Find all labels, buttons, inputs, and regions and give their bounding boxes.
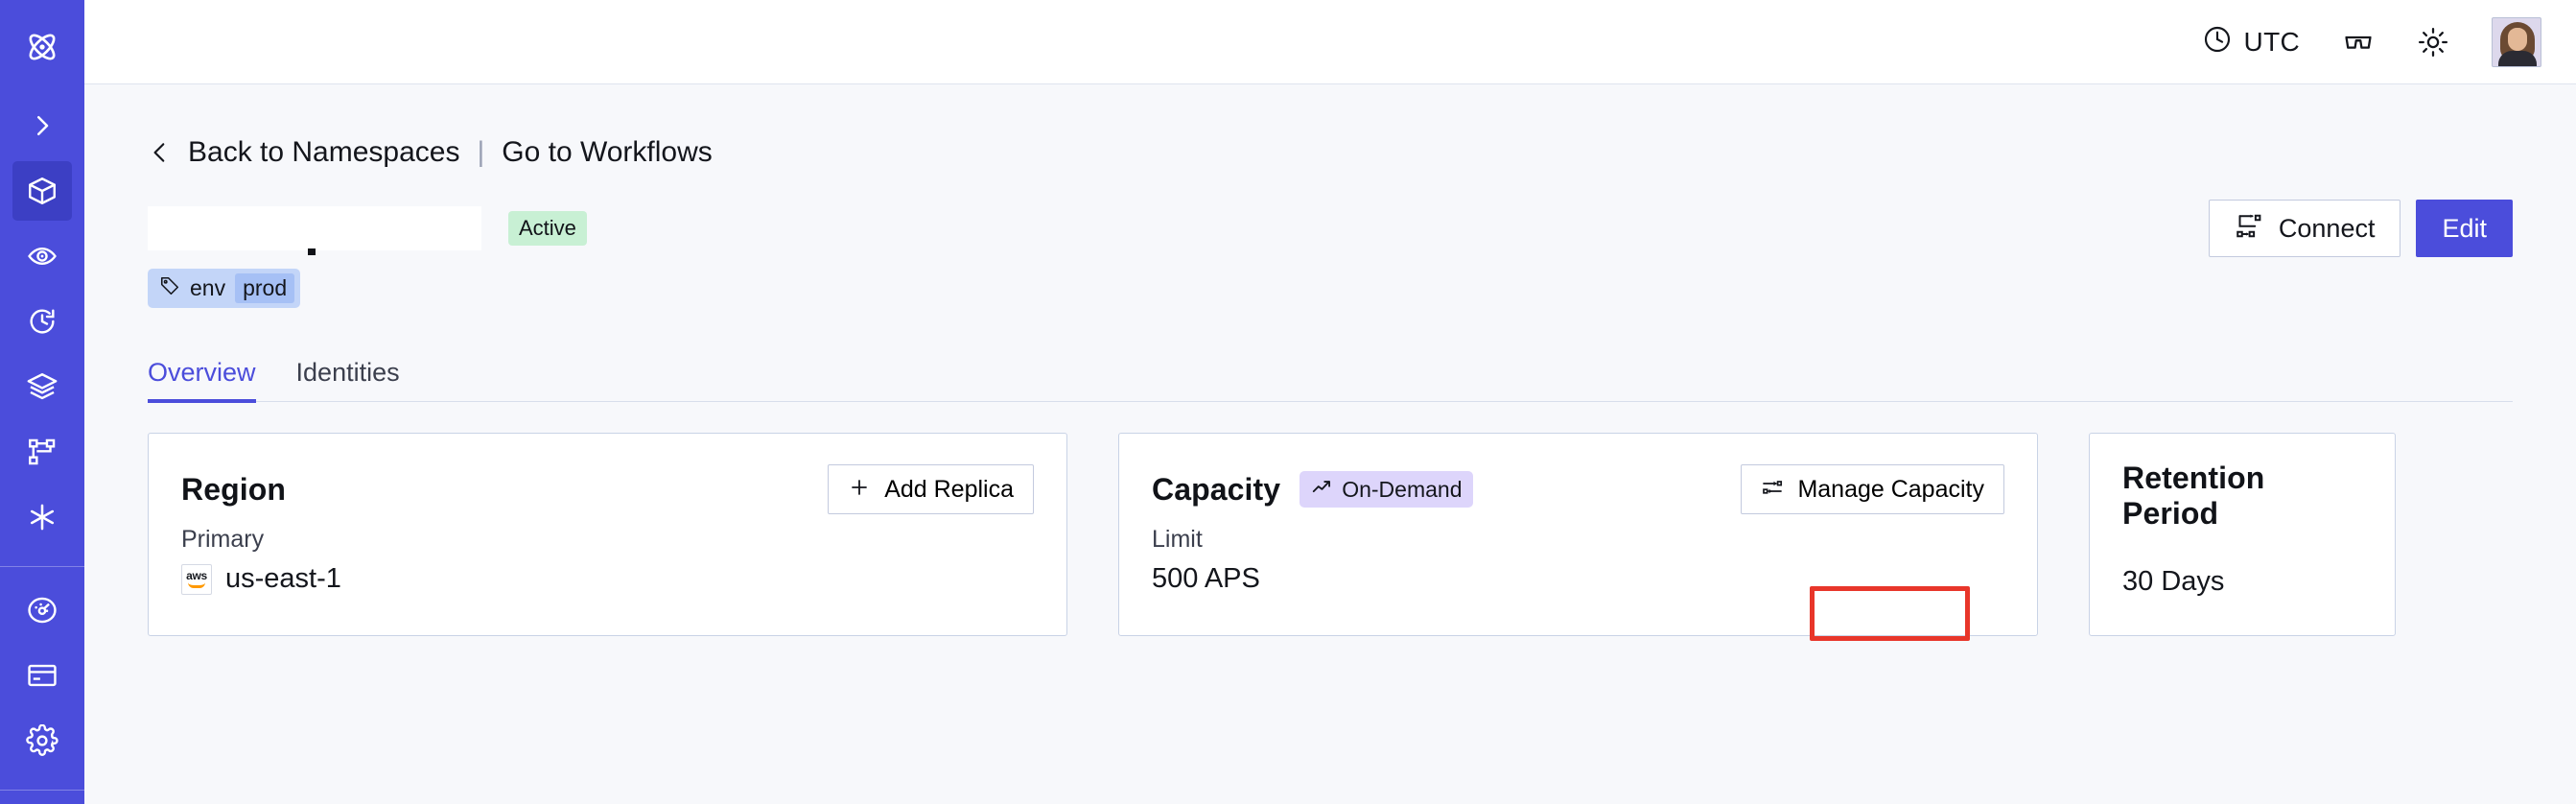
region-primary-label: Primary — [181, 526, 265, 553]
sidebar-item-nexus[interactable] — [12, 487, 72, 547]
sidebar-item-namespaces[interactable] — [12, 161, 72, 221]
title-actions: Connect Edit — [2208, 200, 2513, 257]
add-replica-label: Add Replica — [884, 475, 1014, 503]
chevron-left-icon[interactable] — [148, 137, 173, 168]
capacity-limit-value: 500 APS — [1152, 563, 1260, 594]
sidebar-item-layers[interactable] — [12, 357, 72, 416]
tag-value: prod — [235, 273, 295, 303]
sliders-icon — [1761, 476, 1784, 504]
manage-capacity-button[interactable]: Manage Capacity — [1741, 464, 2004, 514]
connect-flow-icon — [2235, 212, 2263, 246]
sun-icon[interactable] — [2417, 26, 2449, 59]
temporal-logo-icon[interactable] — [12, 17, 72, 77]
avatar-face — [2508, 27, 2527, 51]
tab-overview[interactable]: Overview — [148, 358, 256, 403]
tag-icon — [159, 275, 180, 302]
sidebar-divider — [0, 566, 84, 567]
retention-card-header: Retention Period — [2122, 461, 2362, 532]
capacity-mode-label: On-Demand — [1342, 476, 1463, 502]
edit-button-label: Edit — [2442, 213, 2487, 243]
region-card: Region Add Replica — [148, 433, 1067, 636]
timezone-selector[interactable]: UTC — [2202, 24, 2300, 59]
tag-key: env — [190, 275, 226, 300]
aws-logo-smile — [188, 582, 205, 588]
page-title — [148, 206, 481, 255]
content-area: Back to Namespaces | Go to Workflows Act… — [84, 84, 2576, 804]
region-card-title: Region — [181, 471, 287, 507]
back-to-namespaces-link[interactable]: Back to Namespaces — [188, 136, 460, 168]
sidebar-item-observability[interactable] — [12, 226, 72, 286]
overview-cards: Region Add Replica — [148, 433, 2513, 636]
sidebar-item-expand[interactable] — [12, 96, 72, 155]
avatar[interactable] — [2492, 16, 2541, 67]
retention-card-title: Retention Period — [2122, 461, 2265, 531]
capacity-card-title: Capacity — [1152, 471, 1281, 507]
capacity-mode-badge: On-Demand — [1300, 471, 1474, 508]
capacity-card: Capacity On-Demand — [1118, 433, 2038, 636]
plus-icon — [848, 476, 871, 504]
namespace-tags: env prod — [148, 269, 2513, 308]
go-to-workflows-link[interactable]: Go to Workflows — [502, 136, 713, 168]
add-replica-button[interactable]: Add Replica — [828, 464, 1034, 514]
region-card-actions: Add Replica — [828, 464, 1034, 514]
connect-button[interactable]: Connect — [2208, 200, 2401, 257]
tag-env[interactable]: env prod — [148, 269, 301, 308]
clock-icon — [2202, 24, 2233, 59]
avatar-body — [2498, 50, 2537, 66]
retention-value: 30 Days — [2122, 566, 2225, 597]
timezone-label: UTC — [2243, 26, 2300, 57]
breadcrumb: Back to Namespaces | Go to Workflows — [148, 136, 2513, 169]
tab-bar: Overview Identities — [148, 346, 2513, 403]
capacity-card-header: Capacity On-Demand — [1152, 461, 2004, 518]
sidebar-item-history[interactable] — [12, 292, 72, 351]
sidebar-item-billing[interactable] — [12, 646, 72, 705]
main-sidebar — [0, 0, 84, 804]
breadcrumb-separator: | — [477, 136, 485, 168]
connect-button-label: Connect — [2278, 213, 2376, 243]
capacity-limit-label: Limit — [1152, 526, 1203, 553]
sidebar-item-settings[interactable] — [12, 711, 72, 770]
sidebar-item-usage[interactable] — [12, 580, 72, 640]
retention-card: Retention Period 30 Days — [2089, 433, 2396, 636]
edit-button[interactable]: Edit — [2416, 200, 2513, 257]
glasses-icon[interactable] — [2342, 26, 2375, 59]
tab-identities[interactable]: Identities — [295, 358, 400, 387]
status-badge: Active — [508, 210, 587, 247]
main-region: UTC — [84, 0, 2576, 804]
aws-logo-icon: aws — [181, 563, 212, 595]
trending-up-icon — [1311, 477, 1332, 502]
manage-capacity-label: Manage Capacity — [1797, 475, 1984, 503]
region-primary-value: us-east-1 — [225, 563, 341, 594]
namespace-title-row: Active — [148, 200, 2513, 257]
capacity-card-actions: Manage Capacity — [1741, 464, 2004, 514]
region-primary-value-row: aws us-east-1 — [181, 563, 1034, 595]
region-card-header: Region Add Replica — [181, 461, 1034, 518]
top-bar: UTC — [84, 0, 2576, 84]
sidebar-divider-bottom — [0, 790, 84, 791]
sidebar-item-workflows[interactable] — [12, 422, 72, 482]
aws-logo-text: aws — [186, 569, 207, 582]
